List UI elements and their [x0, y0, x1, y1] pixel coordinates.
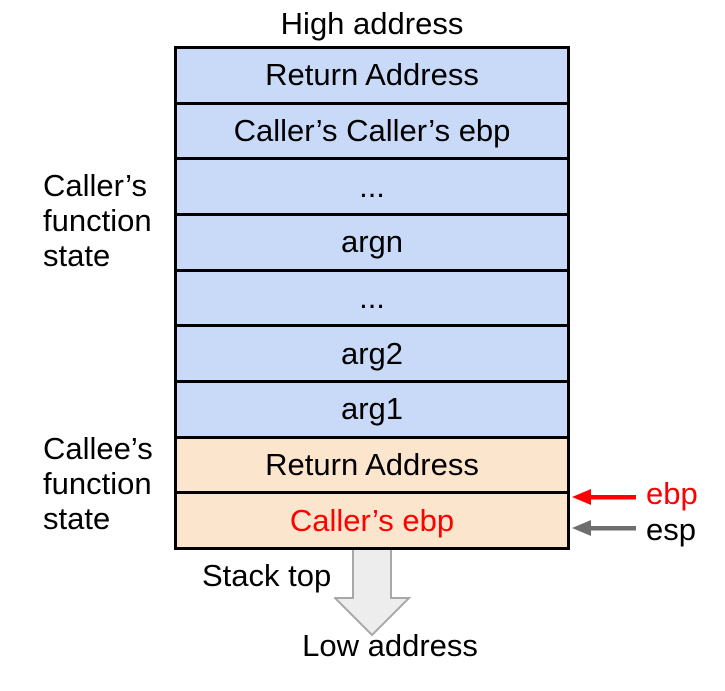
callee-label-line2: function — [43, 466, 152, 501]
esp-register-label: esp — [646, 512, 696, 547]
stack-row-ellipsis-lower: ... — [177, 268, 567, 325]
stack-row-callers-callers-ebp: Caller’s Caller’s ebp — [177, 101, 567, 158]
stack-row-callers-ebp: Caller’s ebp — [177, 491, 567, 548]
high-address-label: High address — [280, 6, 464, 41]
ebp-register-label: ebp — [646, 476, 698, 511]
stack-row-arg1: arg1 — [177, 380, 567, 436]
low-address-label: Low address — [302, 628, 478, 663]
callee-function-state-label: Callee’s function state — [43, 431, 153, 536]
stack-row-argn: argn — [177, 213, 567, 269]
callee-label-line1: Callee’s — [43, 431, 153, 466]
stack-row-return-address-caller: Return Address — [177, 49, 567, 102]
caller-label-line2: function — [43, 203, 152, 238]
esp-pointer-arrow — [572, 520, 636, 536]
caller-label-line3: state — [43, 238, 111, 273]
stack-top-label: Stack top — [202, 558, 332, 593]
stack-row-ellipsis-upper: ... — [177, 157, 567, 214]
stack-growth-down-arrow — [334, 548, 412, 637]
stack-row-arg2: arg2 — [177, 324, 567, 381]
stack-frame-table: Return Address Caller’s Caller’s ebp ...… — [174, 46, 570, 550]
caller-label-line1: Caller’s — [43, 168, 147, 203]
ebp-pointer-arrow — [572, 489, 636, 505]
stack-row-return-address-callee: Return Address — [177, 435, 567, 492]
callee-label-line3: state — [43, 501, 111, 536]
caller-function-state-label: Caller’s function state — [43, 168, 152, 273]
